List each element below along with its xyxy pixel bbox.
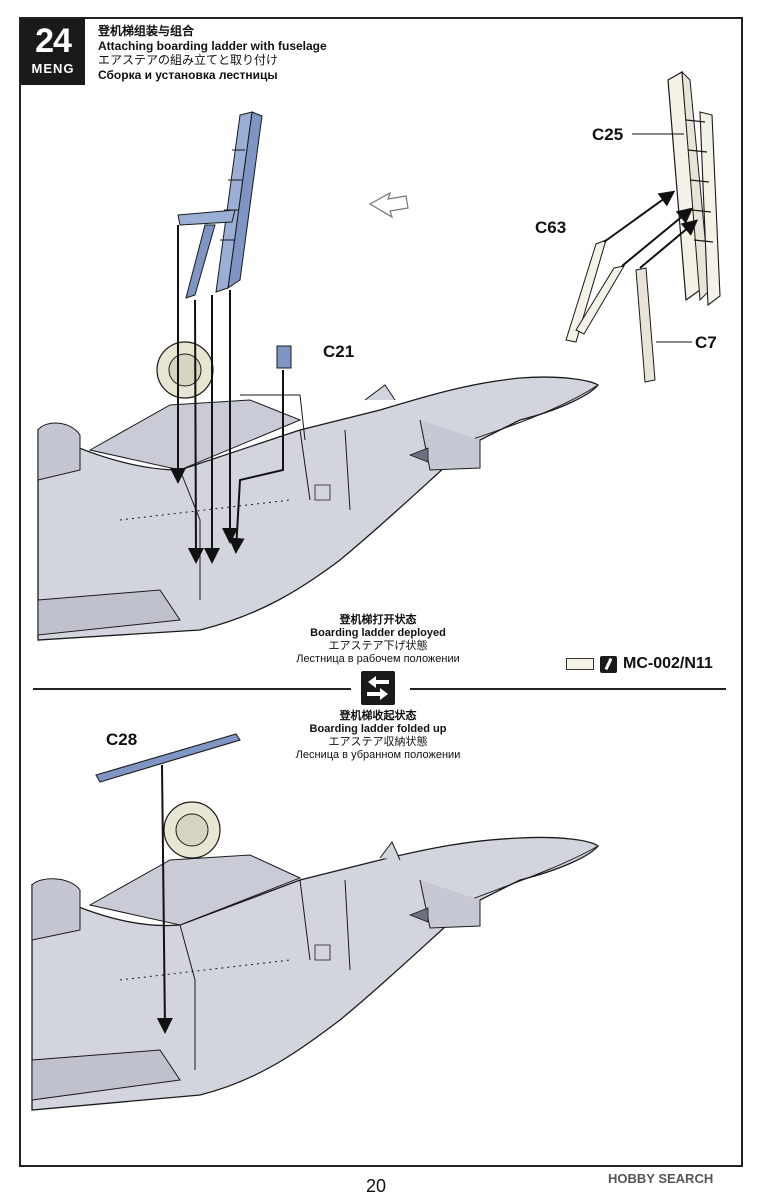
title-ja: エアステアの組み立てと取り付け (98, 53, 279, 67)
page-frame (19, 17, 743, 1167)
step-badge: 24 MENG (21, 19, 85, 85)
brand-logo: MENG (31, 61, 75, 76)
deployed-ru: Лестница в рабочем положении (296, 653, 460, 665)
parts-insertion-arrows (603, 190, 699, 269)
watermark: HOBBY SEARCH (608, 1171, 714, 1186)
insertion-arrows-deployed (170, 225, 284, 564)
hollow-arrow-icon (368, 191, 409, 219)
section-divider-left (33, 688, 351, 690)
label-c21: C21 (323, 342, 355, 361)
deployed-en: Boarding ladder deployed (310, 627, 446, 639)
deployed-ja: エアステア下げ状態 (328, 640, 428, 652)
page-number: 20 (366, 1176, 387, 1196)
paint-swatch (566, 658, 594, 670)
label-c28: C28 (106, 730, 138, 749)
label-c7: C7 (695, 333, 717, 352)
brush-icon (600, 655, 617, 673)
fuselage-deployed (37, 341, 599, 641)
step-title-block: 登机梯组装与组合 Attaching boarding ladder with … (98, 24, 327, 82)
title-zh: 登机梯组装与组合 (98, 24, 195, 38)
swap-arrows-icon (361, 671, 395, 705)
folded-zh: 登机梯收起状态 (339, 710, 417, 722)
part-c7-rod (635, 267, 656, 383)
paint-reference: MC-002/N11 (566, 654, 713, 674)
ladder-assembly-deployed (177, 111, 263, 299)
paint-code: MC-002/N11 (623, 655, 713, 672)
part-c21-piece (276, 345, 292, 369)
part-c28-cover (95, 733, 241, 783)
insertion-arrow-folded (156, 764, 173, 1034)
caption-folded: 登机梯收起状态 Boarding ladder folded up エアステア収… (248, 710, 508, 762)
title-ru: Сборка и установка лестницы (98, 67, 278, 82)
label-c25: C25 (592, 125, 624, 144)
fuselage-folded (31, 801, 599, 1111)
caption-deployed: 登机梯打开状态 Boarding ladder deployed エアステア下げ… (248, 614, 508, 666)
label-c63: C63 (535, 218, 567, 237)
part-c63-strut (565, 239, 625, 343)
part-c25-ladder (667, 70, 721, 307)
folded-ja: エアステア収納状態 (328, 736, 428, 748)
step-number: 24 (35, 22, 72, 60)
deployed-zh: 登机梯打开状态 (339, 614, 417, 626)
section-divider-right (410, 688, 726, 690)
folded-en: Boarding ladder folded up (309, 723, 447, 735)
folded-ru: Лесница в убранном положении (295, 749, 461, 761)
title-en: Attaching boarding ladder with fuselage (98, 38, 327, 53)
